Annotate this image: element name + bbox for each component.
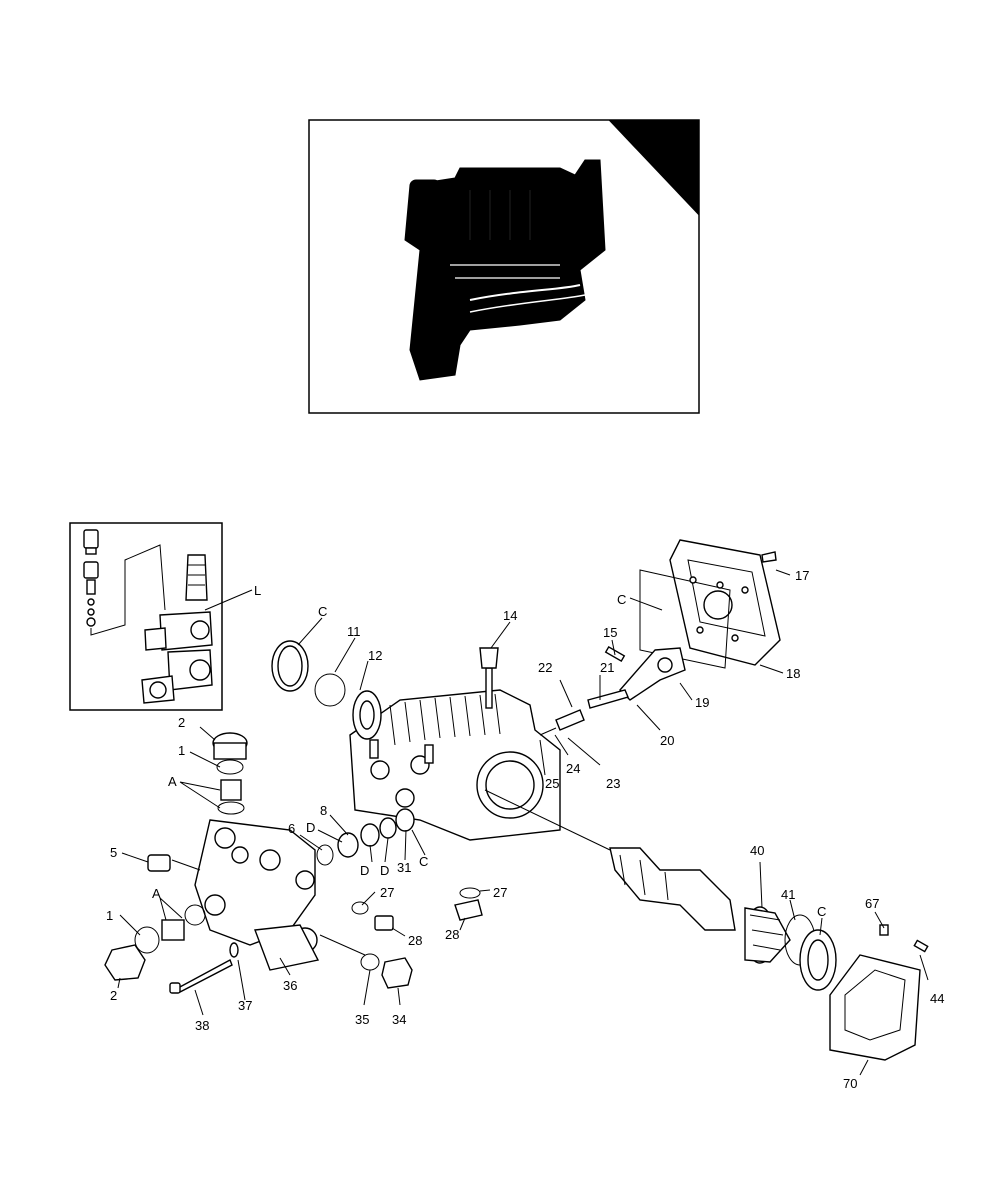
callout-37: 37 <box>238 998 252 1013</box>
crankshaft <box>484 789 837 991</box>
callout-11: 11 <box>347 624 361 639</box>
callout-C-bearing: C <box>817 904 826 919</box>
pump-manifold <box>194 819 320 971</box>
callout-28-left: 28 <box>408 933 422 948</box>
callout-25: 25 <box>545 776 559 791</box>
leader-lines <box>117 569 929 1076</box>
callout-C-cover: C <box>318 604 327 619</box>
callout-23: 23 <box>606 776 620 791</box>
callout-35: 35 <box>355 1012 369 1027</box>
callout-C-gasket: C <box>617 592 626 607</box>
unloader-inset <box>69 522 223 711</box>
callout-22: 22 <box>538 660 552 675</box>
callout-41: 41 <box>781 887 795 902</box>
connecting-rod <box>619 647 686 701</box>
callout-8: 8 <box>320 803 327 818</box>
callout-18: 18 <box>786 666 800 681</box>
callout-12: 12 <box>368 648 382 663</box>
callout-20: 20 <box>660 733 674 748</box>
callout-28-right: 28 <box>445 927 459 942</box>
callout-67: 67 <box>865 896 879 911</box>
callout-36: 36 <box>283 978 297 993</box>
callout-C-seal: C <box>419 854 428 869</box>
callout-27-right: 27 <box>493 885 507 900</box>
callout-D-1: D <box>306 820 315 835</box>
crankcase <box>349 647 561 841</box>
callout-27-left: 27 <box>380 885 394 900</box>
callout-D-3: D <box>380 863 389 878</box>
callout-14: 14 <box>503 608 517 623</box>
callout-44: 44 <box>930 991 944 1006</box>
pump-photo <box>308 119 700 414</box>
callout-34: 34 <box>392 1012 406 1027</box>
mounting-flange <box>829 924 929 1061</box>
callout-D-2: D <box>360 863 369 878</box>
callout-5: 5 <box>110 845 117 860</box>
callout-1-top: 1 <box>178 743 185 758</box>
callout-38: 38 <box>195 1018 209 1033</box>
callout-labels: C 11 12 14 15 17 18 19 20 21 22 23 24 25… <box>106 568 944 1091</box>
callout-31: 31 <box>397 860 411 875</box>
callout-2-bottom: 2 <box>110 988 117 1003</box>
callout-17: 17 <box>795 568 809 583</box>
callout-15: 15 <box>603 625 617 640</box>
inset-label-L: L <box>254 583 261 598</box>
callout-A-bottom: A <box>152 886 161 901</box>
crankcase-cover <box>639 539 781 669</box>
callout-40: 40 <box>750 843 764 858</box>
callout-19: 19 <box>695 695 709 710</box>
callout-24: 24 <box>566 761 580 776</box>
callout-1-bottom: 1 <box>106 908 113 923</box>
callout-21: 21 <box>600 660 614 675</box>
callout-70: 70 <box>843 1076 857 1091</box>
callout-2-top: 2 <box>178 715 185 730</box>
callout-A-top: A <box>168 774 177 789</box>
callout-6: 6 <box>288 821 295 836</box>
